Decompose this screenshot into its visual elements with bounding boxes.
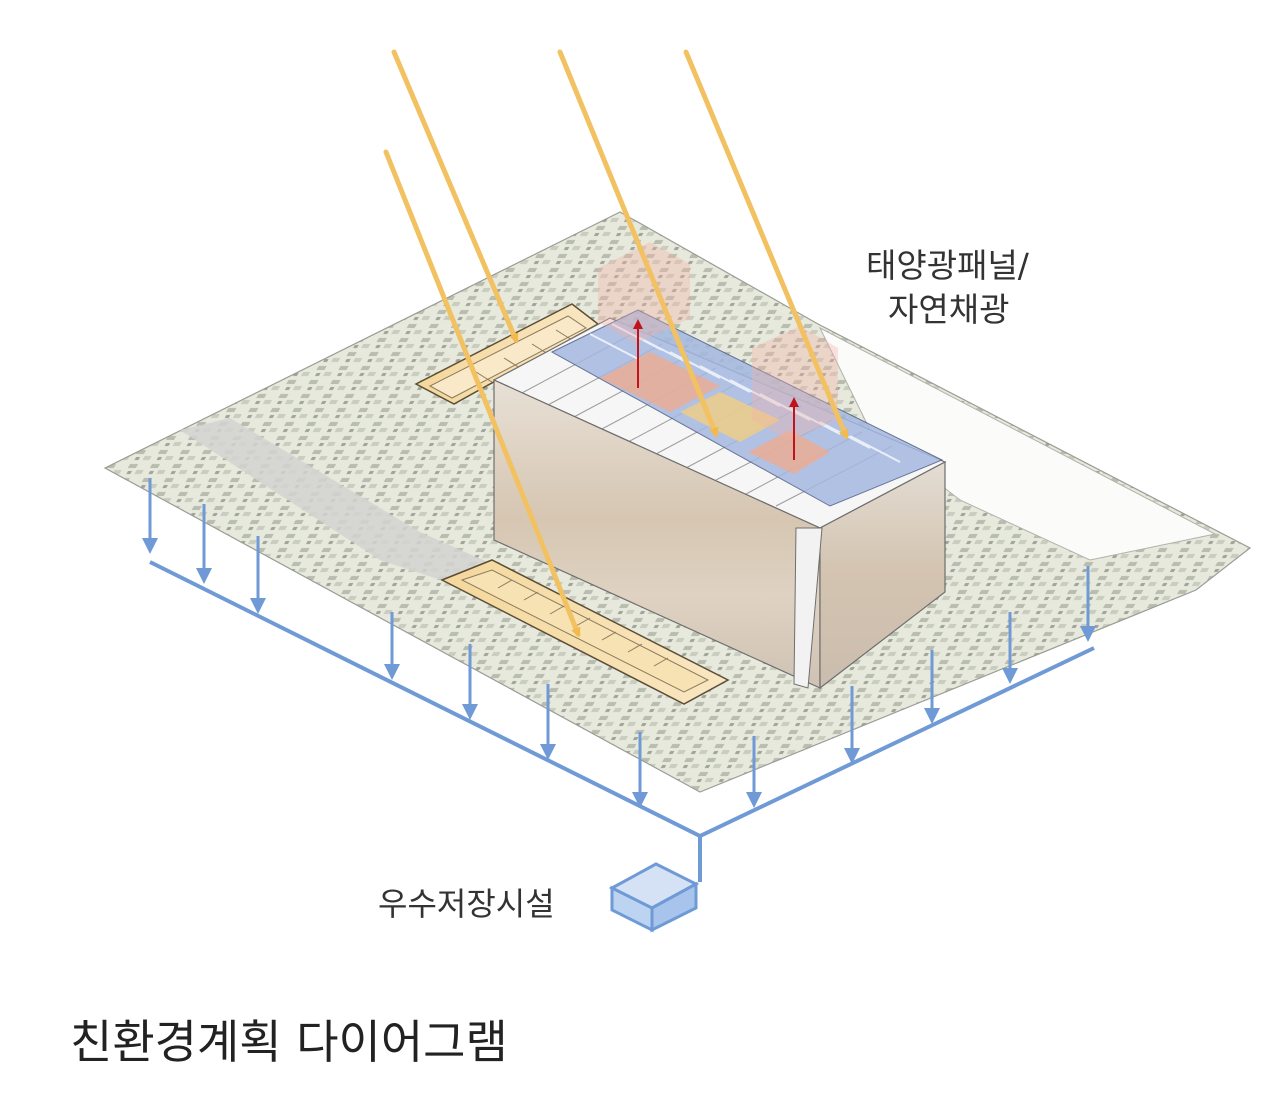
- sun-rays: [383, 49, 849, 638]
- sun-ray-arrow: [391, 49, 519, 344]
- lightwell-front-inner: [460, 569, 710, 693]
- sun-ray-arrow: [383, 149, 581, 638]
- building-slot: [793, 527, 823, 689]
- open-plaza: [818, 326, 1217, 561]
- skylight-zone-3: [748, 430, 830, 474]
- sun-ray-arrow: [683, 49, 849, 440]
- rainwater-system: [142, 478, 1096, 882]
- solar-label-line2: 자연채광: [888, 290, 1010, 329]
- solar-label-line1: 태양광패널/: [866, 246, 1029, 285]
- solar-daylight-label: 태양광패널/ 자연채광: [866, 244, 1029, 332]
- ghost-volume-right: [752, 326, 838, 440]
- skylight-zone-1: [600, 352, 720, 412]
- walkway: [180, 418, 560, 606]
- rain-storage-label: 우수저장시설: [378, 885, 555, 923]
- storage-box-icon: [608, 862, 700, 933]
- sun-ray-arrow: [557, 49, 719, 438]
- building: [492, 242, 947, 690]
- lightwell-back-inner: [428, 315, 587, 399]
- diagram-title: 친환경계획 다이어그램: [70, 1015, 508, 1069]
- building-wall-east: [819, 461, 946, 690]
- light-wells: [414, 303, 730, 705]
- vent-arrows: [633, 319, 799, 460]
